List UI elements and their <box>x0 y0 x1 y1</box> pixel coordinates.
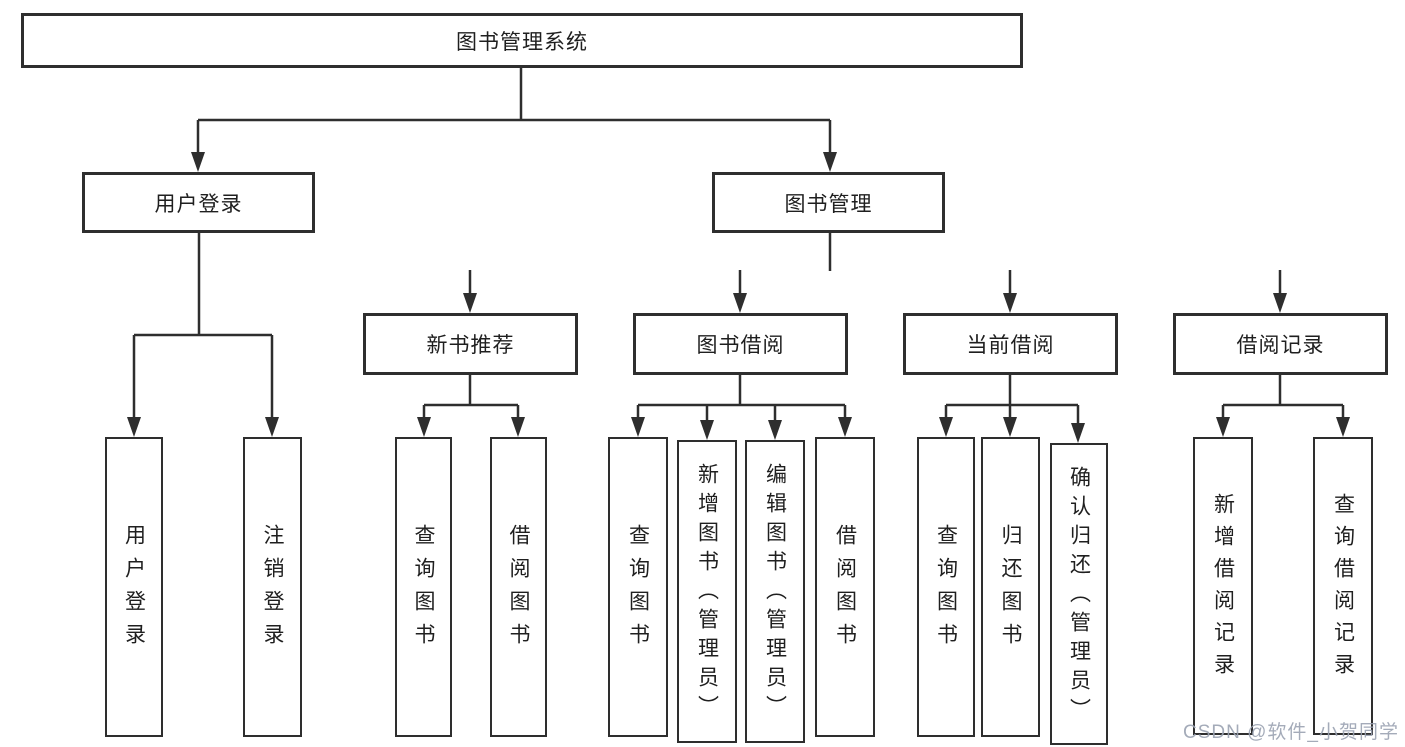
leaf-query-books-recommend: 查询图书 <box>395 437 452 737</box>
leaf-return-book: 归还图书 <box>981 437 1040 737</box>
node-book-management-system: 图书管理系统 <box>21 13 1023 68</box>
node-label: 图书借阅 <box>696 334 785 357</box>
node-label: 当前借阅 <box>966 334 1055 357</box>
node-borrowing-records: 借阅记录 <box>1173 313 1388 375</box>
leaf-label: 新增图书（管理员） <box>695 463 719 724</box>
leaf-label: 确认归还（管理员） <box>1067 465 1091 727</box>
leaf-borrow-books-borrowing: 借阅图书 <box>815 437 875 737</box>
leaf-label: 借阅图书 <box>833 524 857 656</box>
leaf-label: 归还图书 <box>999 524 1022 656</box>
node-user-login: 用户登录 <box>82 172 315 233</box>
leaf-label: 注销登录 <box>261 524 284 656</box>
node-label: 图书管理系统 <box>456 30 588 54</box>
leaf-label: 用户登录 <box>122 524 146 656</box>
node-new-book-recommend: 新书推荐 <box>363 313 578 375</box>
leaf-label: 查询图书 <box>412 524 435 656</box>
leaf-label: 新增借阅记录 <box>1211 493 1235 685</box>
node-label: 借阅记录 <box>1236 334 1325 357</box>
node-current-borrowing: 当前借阅 <box>903 313 1118 375</box>
leaf-borrow-books-recommend: 借阅图书 <box>490 437 547 737</box>
leaf-label: 借阅图书 <box>507 524 530 656</box>
leaf-confirm-return-admin: 确认归还（管理员） <box>1050 443 1108 745</box>
leaf-user-login: 用户登录 <box>105 437 163 737</box>
node-label: 用户登录 <box>154 192 243 216</box>
leaf-add-borrow-record: 新增借阅记录 <box>1193 437 1253 735</box>
watermark-text: CSDN @软件_小贺同学 <box>1183 722 1399 743</box>
node-label: 图书管理 <box>784 192 873 216</box>
leaf-logout: 注销登录 <box>243 437 302 737</box>
node-book-management: 图书管理 <box>712 172 945 233</box>
leaf-query-borrow-record: 查询借阅记录 <box>1313 437 1373 735</box>
leaf-label: 编辑图书（管理员） <box>763 463 787 724</box>
leaf-label: 查询借阅记录 <box>1331 493 1355 685</box>
leaf-add-book-admin: 新增图书（管理员） <box>677 440 737 743</box>
arrowheads <box>127 152 1350 443</box>
node-label: 新书推荐 <box>426 334 515 357</box>
leaf-label: 查询图书 <box>934 524 958 656</box>
leaf-edit-book-admin: 编辑图书（管理员） <box>745 440 805 743</box>
leaf-query-books-borrowing: 查询图书 <box>608 437 668 737</box>
leaf-label: 查询图书 <box>626 524 650 656</box>
node-book-borrowing: 图书借阅 <box>633 313 848 375</box>
leaf-query-books-current: 查询图书 <box>917 437 975 737</box>
